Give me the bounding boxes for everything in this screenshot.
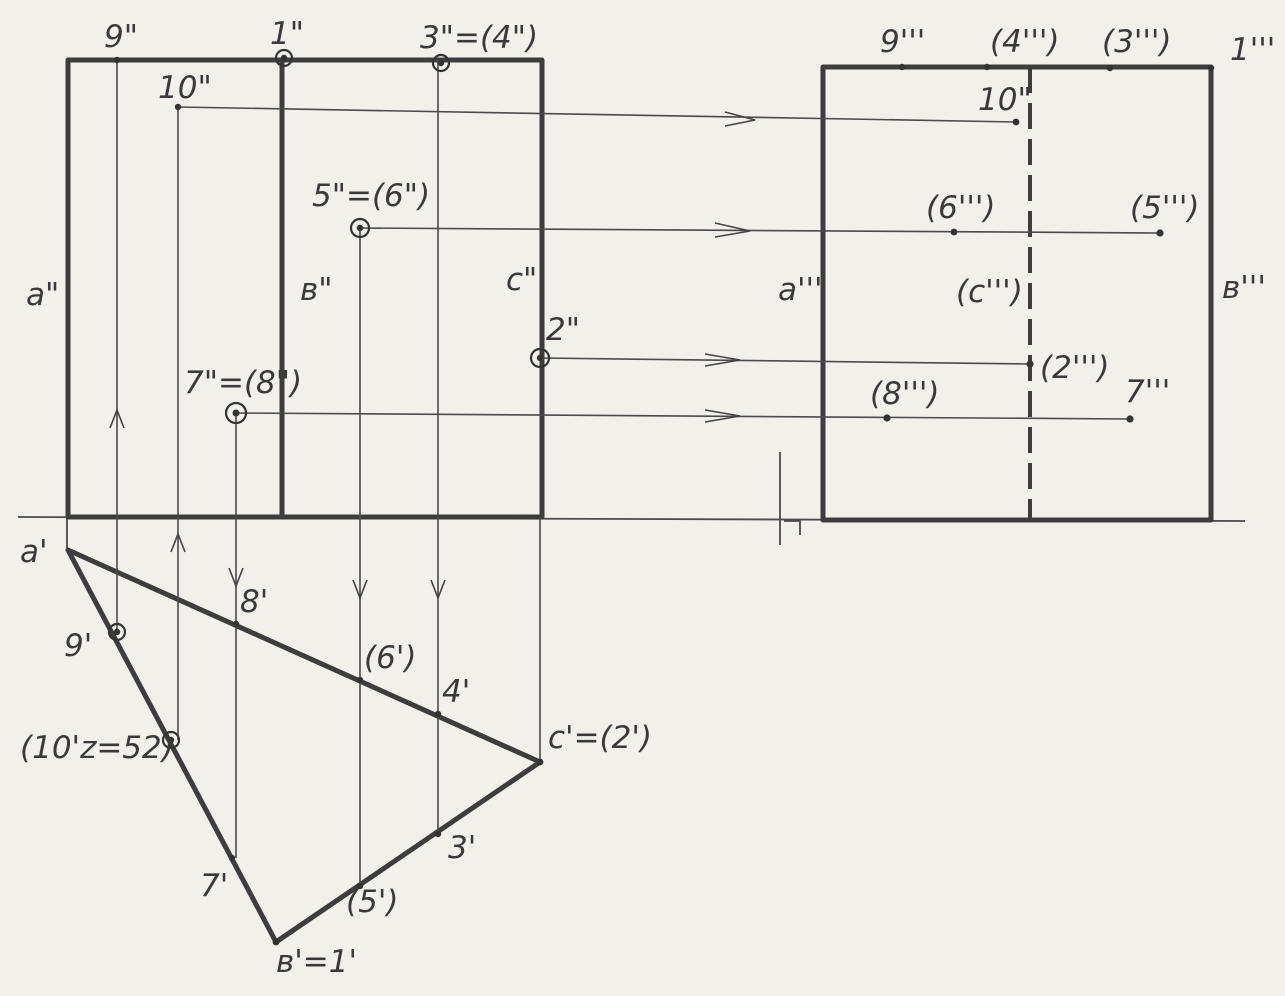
point-9-profile xyxy=(898,63,906,71)
point-7-profile xyxy=(1126,415,1134,423)
arrow-right-2 xyxy=(704,353,741,367)
point-2-frontal xyxy=(536,354,544,362)
point-6-profile xyxy=(950,228,958,236)
label-1-frontal: 1" xyxy=(270,16,304,52)
label-4-profile: (4''') xyxy=(990,24,1059,60)
point-2-profile xyxy=(1026,360,1034,368)
profile-prism-outline xyxy=(820,64,1214,523)
point-2-frontal-ring xyxy=(529,347,551,369)
point-1-frontal-ring xyxy=(274,48,294,68)
point-10-horizontal-ring xyxy=(161,730,181,750)
label-edge-c-frontal: c" xyxy=(506,262,537,298)
point-3-frontal-ring xyxy=(431,53,451,73)
point-8-profile xyxy=(883,414,891,422)
label-5-profile: (5''') xyxy=(1130,190,1199,226)
label-1-profile: 1''' xyxy=(1230,32,1275,68)
point-7-frontal xyxy=(232,409,240,417)
label-3-horizontal: 3' xyxy=(448,830,476,866)
label-9-frontal: 9" xyxy=(104,19,138,55)
label-2-profile: (2''') xyxy=(1040,350,1109,386)
point-3-horizontal xyxy=(434,830,442,838)
label-5-6-frontal: 5"=(6") xyxy=(312,178,430,214)
frontal-prism-outline xyxy=(65,57,545,520)
axis-tick-right xyxy=(779,452,801,545)
label-3-4-frontal: 3"=(4") xyxy=(420,20,538,56)
point-9-frontal xyxy=(113,56,121,64)
point-6-horizontal xyxy=(356,676,364,684)
horizontal-triangle-outline xyxy=(65,547,543,945)
arrow-right-7 xyxy=(704,409,741,423)
label-10-frontal: 10" xyxy=(158,70,212,106)
point-7-horizontal xyxy=(228,854,236,862)
label-4-horizontal: 4' xyxy=(442,674,470,710)
link-line-10-profile xyxy=(177,106,1017,123)
label-9-horizontal: 9' xyxy=(64,628,92,664)
label-10-profile: 10" xyxy=(978,82,1032,118)
arrow-up-10 xyxy=(170,531,186,553)
link-line-7-profile xyxy=(235,412,1131,420)
point-1-profile xyxy=(1207,64,1215,72)
label-9-profile: 9''' xyxy=(880,24,925,60)
arrow-down-5 xyxy=(352,579,368,601)
label-edge-c-profile: (c''') xyxy=(956,274,1023,310)
label-vertex-b-horizontal: в'=1' xyxy=(276,944,357,980)
point-4-profile xyxy=(983,63,991,71)
label-8-profile: (8''') xyxy=(870,376,939,412)
point-5-frontal-ring xyxy=(349,217,371,239)
point-9-horizontal xyxy=(113,628,121,636)
arrow-down-7 xyxy=(228,567,244,589)
label-edge-b-frontal: в" xyxy=(300,272,333,308)
label-7-8-frontal: 7"=(8") xyxy=(184,365,302,401)
point-10-profile xyxy=(1012,118,1020,126)
label-6-profile: (6''') xyxy=(926,190,995,226)
label-vertex-a-horizontal: a' xyxy=(20,534,48,570)
arrow-up-9 xyxy=(109,407,125,429)
point-7-frontal-ring xyxy=(224,401,248,425)
label-8-horizontal: 8' xyxy=(240,584,268,620)
label-10-horizontal: (10'z=52) xyxy=(20,730,174,766)
label-6-horizontal: (6') xyxy=(364,640,416,676)
label-7-profile: 7''' xyxy=(1125,374,1170,410)
point-9-horizontal-ring xyxy=(107,622,127,642)
label-2-frontal: 2" xyxy=(546,312,580,348)
label-5-horizontal: (5') xyxy=(346,884,398,920)
label-edge-a-profile: a''' xyxy=(778,272,823,308)
point-c-horizontal xyxy=(536,758,544,766)
arrow-right-5 xyxy=(714,222,751,238)
link-line-2-profile xyxy=(539,357,1031,365)
point-1-frontal xyxy=(280,54,288,62)
arrow-down-3 xyxy=(430,579,446,601)
label-7-horizontal: 7' xyxy=(200,868,228,904)
label-3-profile: (3''') xyxy=(1102,24,1171,60)
point-5-frontal xyxy=(356,224,364,232)
point-5-horizontal xyxy=(356,882,364,890)
point-3-frontal xyxy=(437,59,445,67)
label-edge-b-profile: в''' xyxy=(1222,270,1266,306)
point-10-frontal xyxy=(174,103,182,111)
link-line-5-profile xyxy=(359,227,1161,234)
point-4-horizontal xyxy=(434,710,442,718)
arrow-right-10 xyxy=(724,111,756,127)
point-10-horizontal xyxy=(167,736,175,744)
point-b-horizontal xyxy=(272,938,280,946)
point-8-horizontal xyxy=(232,620,240,628)
label-edge-a-frontal: a" xyxy=(26,277,59,313)
point-3-profile xyxy=(1106,64,1114,72)
label-vertex-c-horizontal: c'=(2') xyxy=(548,720,652,756)
point-5-profile xyxy=(1156,229,1164,237)
